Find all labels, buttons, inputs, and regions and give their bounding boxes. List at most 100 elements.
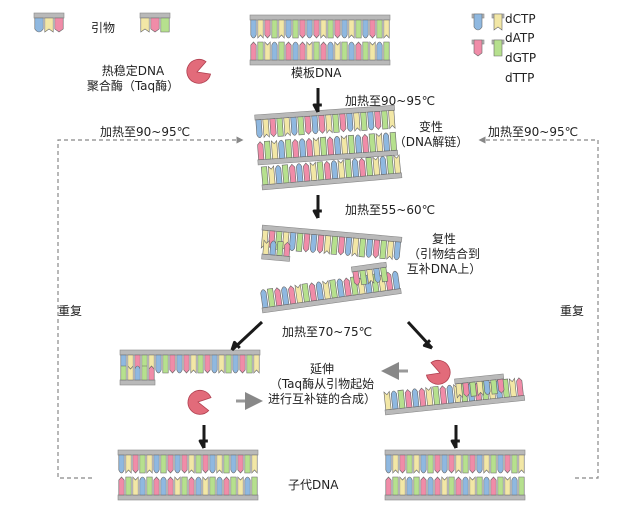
nucleotide (218, 354, 225, 374)
nucleotide (257, 19, 264, 39)
nucleotide (292, 19, 299, 39)
nucleotide (353, 112, 361, 132)
nucleotide (351, 158, 360, 178)
nucleotide (372, 239, 381, 259)
nucleotide (290, 116, 298, 136)
backbone (384, 494, 526, 501)
backbone (249, 59, 391, 66)
nucleotide (327, 41, 334, 61)
nucleotide (325, 114, 333, 134)
legend-dgtp-icon (471, 39, 485, 57)
backbone (257, 149, 399, 166)
nucleotide (140, 17, 150, 33)
nucleotide (381, 110, 389, 130)
nucleotide (504, 454, 511, 474)
legend-dttp-icon (491, 39, 505, 57)
nucleotide (232, 354, 239, 374)
nucleotide (257, 141, 265, 161)
nucleotide (348, 19, 355, 39)
nucleotide (348, 41, 355, 61)
nucleotide (260, 166, 269, 186)
top-strand (117, 449, 259, 474)
nucleotide (367, 111, 375, 131)
backbone (384, 395, 526, 416)
enzyme-shape (186, 58, 212, 84)
bottom-strand (384, 476, 526, 501)
top-strand (254, 104, 396, 139)
nucleotide (411, 388, 420, 408)
nucleotide (493, 13, 503, 31)
nucleotide (392, 270, 401, 290)
nucleotide (441, 476, 448, 496)
arrow-daughter-right (450, 425, 460, 449)
daughter-dna-right (384, 449, 526, 501)
nucleotide (352, 270, 360, 286)
extend-temp-label: 加热至70~75℃ (282, 325, 373, 339)
nucleotide (250, 19, 257, 39)
nucleotide (244, 476, 251, 496)
backbone (139, 12, 171, 19)
annealing-primer-top (261, 239, 291, 262)
nucleotide (139, 454, 146, 474)
nucleotide (404, 389, 413, 409)
nucleotide (344, 237, 353, 256)
nucleotide (230, 454, 237, 474)
arrow-head (450, 439, 460, 449)
nucleotide (195, 476, 202, 496)
nucleotide (118, 476, 125, 496)
nucleotide (146, 454, 153, 474)
nucleotide (497, 378, 505, 394)
nucleotide (244, 454, 251, 474)
nucleotide (216, 454, 223, 474)
nucleotide (476, 380, 484, 397)
nucleotide (292, 138, 300, 158)
nucleotide (462, 382, 470, 398)
nucleotide (54, 17, 64, 33)
nucleotide (473, 13, 483, 31)
nucleotide (330, 160, 339, 180)
nucleotide (379, 156, 388, 175)
nucleotide (427, 476, 434, 496)
enzyme-shape (425, 359, 451, 385)
nucleotide (320, 19, 327, 39)
nucleotide (299, 41, 306, 61)
nucleotide (250, 41, 257, 61)
nucleotide (153, 454, 160, 474)
nucleotide (516, 377, 524, 397)
nucleotide (386, 240, 395, 261)
repeat-loop-left (57, 136, 244, 479)
nucleotide (315, 281, 324, 301)
nucleotide (337, 159, 346, 179)
nucleotide (313, 41, 320, 61)
nucleotide (469, 476, 476, 496)
nucleotide (319, 136, 328, 156)
nucleotide (251, 454, 258, 474)
nucleotide (266, 287, 276, 308)
nucleotide (253, 354, 260, 374)
backbone (249, 14, 391, 21)
nucleotide (340, 134, 349, 155)
nucleotide (160, 454, 167, 474)
heat-right-label: 加热至90~95℃ (488, 125, 579, 139)
legend-dctp-label: dCTP (505, 12, 536, 26)
nucleotide (434, 476, 441, 496)
nucleotide (320, 41, 327, 61)
nucleotide (518, 454, 525, 474)
legend-primer-icon-2 (139, 12, 171, 33)
nucleotide (355, 41, 362, 61)
nucleotide (483, 454, 490, 474)
nucleotide (462, 476, 469, 496)
nucleotide (255, 119, 263, 139)
denatured-bottom (260, 154, 403, 191)
bottom-strand (117, 476, 259, 501)
nucleotide (309, 161, 318, 181)
nucleotide (362, 41, 369, 61)
nucleotide (183, 354, 190, 374)
nucleotide (269, 240, 277, 256)
nucleotide (285, 41, 292, 61)
nucleotide (455, 454, 462, 474)
nucleotide (369, 41, 376, 61)
nucleotide (386, 155, 395, 175)
arrow-anneal (312, 195, 322, 219)
